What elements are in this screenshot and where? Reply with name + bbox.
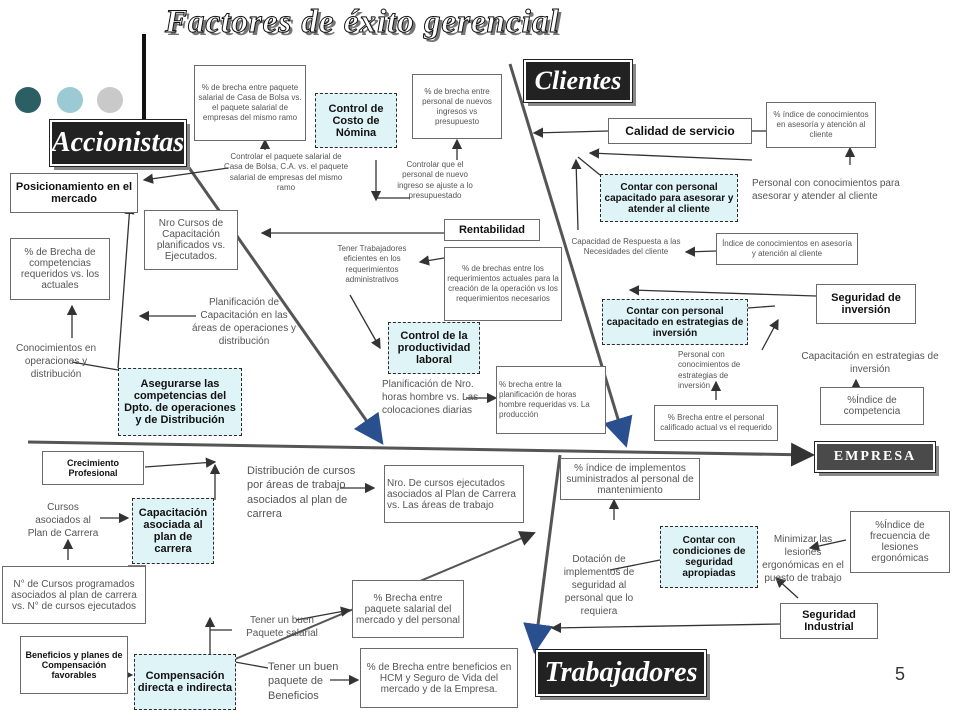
planificacion-capacitacion-text: Planificación de Capacitación en las áre… bbox=[192, 297, 296, 347]
brecha-personal-box: % de brecha entre personal de nuevos ing… bbox=[412, 74, 502, 139]
capacitacion-asociada-box: Capacitación asociada al plan de carrera bbox=[132, 498, 214, 564]
compensacion-box: Compensación directa e indirecta bbox=[134, 654, 236, 710]
trabajadores-banner: Trabajadores bbox=[535, 649, 707, 697]
minimizar-lesiones-text: Minimizar las lesiones ergonómicas en el… bbox=[762, 534, 844, 584]
tener-trabajadores-text: Tener Trabajadores eficientes en los req… bbox=[337, 244, 407, 285]
controlar-ingreso-text: Controlar que el personal de nuevo ingre… bbox=[397, 160, 473, 201]
crecimiento-profesional-box: Crecimiento Profesional bbox=[42, 451, 144, 485]
indice-conocimientos-box: Índice de conocimientos en asesoría y at… bbox=[716, 233, 858, 265]
cursos-asociados-text: Cursos asociados al Plan de Carrera bbox=[27, 502, 99, 539]
personal-estrategias-text: Personal con conocimientos de estrategia… bbox=[678, 350, 741, 391]
seguridad-industrial-box: Seguridad Industrial bbox=[780, 603, 878, 639]
empresa-banner: EMPRESA bbox=[814, 441, 936, 473]
page-title: Factores de éxito gerencial bbox=[165, 4, 560, 41]
clientes-banner: Clientes bbox=[523, 59, 633, 103]
capacitacion-estrategias-text: Capacitación en estrategias de inversión bbox=[801, 351, 939, 375]
calidad-servicio-box: Calidad de servicio bbox=[608, 118, 752, 144]
control-productividad-box: Control de la productividad laboral bbox=[388, 322, 480, 374]
tener-paquete-beneficios-text: Tener un buen paquete de Beneficios bbox=[268, 661, 339, 702]
tener-paquete-salarial-text: Tener un buen Paquete salarial bbox=[246, 615, 318, 639]
brecha-salarial-box: % de brecha entre paquete salarial de Ca… bbox=[194, 65, 306, 141]
brechas-requerimientos-box: % de brechas entre los requerimientos ac… bbox=[444, 247, 562, 321]
page-number: 5 bbox=[894, 664, 905, 684]
brecha-competencias-box: % de Brecha de competencias requeridos v… bbox=[10, 238, 110, 300]
indice-implementos-box: % índice de implementos suministrados al… bbox=[560, 458, 700, 500]
nro-cursos-box: Nro Cursos de Capacitación planificados … bbox=[144, 210, 238, 270]
posicionamiento-box: Posicionamiento en el mercado bbox=[10, 173, 138, 213]
brecha-beneficios-box: % de Brecha entre beneficios en HCM y Se… bbox=[360, 648, 518, 708]
brecha-planificacion-box: % brecha entre la planificación de horas… bbox=[496, 366, 606, 434]
capacidad-respuesta-text: Capacidad de Respuesta a las Necesidades… bbox=[571, 237, 681, 257]
nro-cursos-plan-box: Nro. De cursos ejecutados asociados al P… bbox=[384, 465, 524, 523]
conocimientos-operaciones-text: Conocimientos en operaciones y distribuc… bbox=[15, 343, 97, 380]
planificacion-horas-text: Planificación de Nro. horas hombre vs. L… bbox=[382, 379, 479, 416]
beneficios-planes-box: Beneficios y planes de Compensación favo… bbox=[20, 636, 128, 694]
brecha-personal-calificado-box: % Brecha entre el personal calificado ac… bbox=[654, 405, 778, 441]
rentabilidad-box: Rentabilidad bbox=[444, 219, 540, 241]
distribucion-cursos-text: Distribución de cursos por áreas de trab… bbox=[247, 465, 356, 520]
decor-dot-light bbox=[57, 87, 83, 113]
seguridad-inversion-box: Seguridad de inversión bbox=[816, 284, 916, 324]
brecha-salarial-mercado-box: % Brecha entre paquete salarial del merc… bbox=[352, 580, 464, 638]
decor-dot-dark bbox=[15, 87, 41, 113]
personal-conocimientos-text: Personal con conocimientos para asesorar… bbox=[752, 178, 900, 202]
indice-competencia-box: %Índice de competencia bbox=[820, 387, 924, 425]
decor-dot-gray bbox=[97, 87, 123, 113]
indice-frecuencia-box: %Índice de frecuencia de lesiones ergonó… bbox=[850, 511, 950, 573]
dotacion-implementos-text: Dotación de implementos de seguridad al … bbox=[563, 554, 635, 617]
contar-seguridad-box: Contar con condiciones de seguridad apro… bbox=[660, 526, 758, 588]
contar-personal-estrategias-box: Contar con personal capacitado en estrat… bbox=[602, 299, 748, 345]
n-cursos-programados-box: N° de Cursos programados asociados al pl… bbox=[2, 566, 146, 624]
control-costo-nomina-box: Control de Costo de Nómina bbox=[315, 93, 397, 148]
decor-vertical-bar bbox=[142, 34, 146, 152]
accionistas-banner: Accionistas bbox=[49, 119, 187, 167]
indice-conocimientos-top-box: % índice de conocimientos en asesoría y … bbox=[766, 102, 876, 148]
controlar-paquete-text: Controlar el paquete salarial de Casa de… bbox=[223, 152, 349, 193]
contar-personal-asesorar-box: Contar con personal capacitado para ases… bbox=[600, 174, 738, 222]
asegurarse-competencias-box: Asegurarse las competencias del Dpto. de… bbox=[118, 368, 242, 436]
